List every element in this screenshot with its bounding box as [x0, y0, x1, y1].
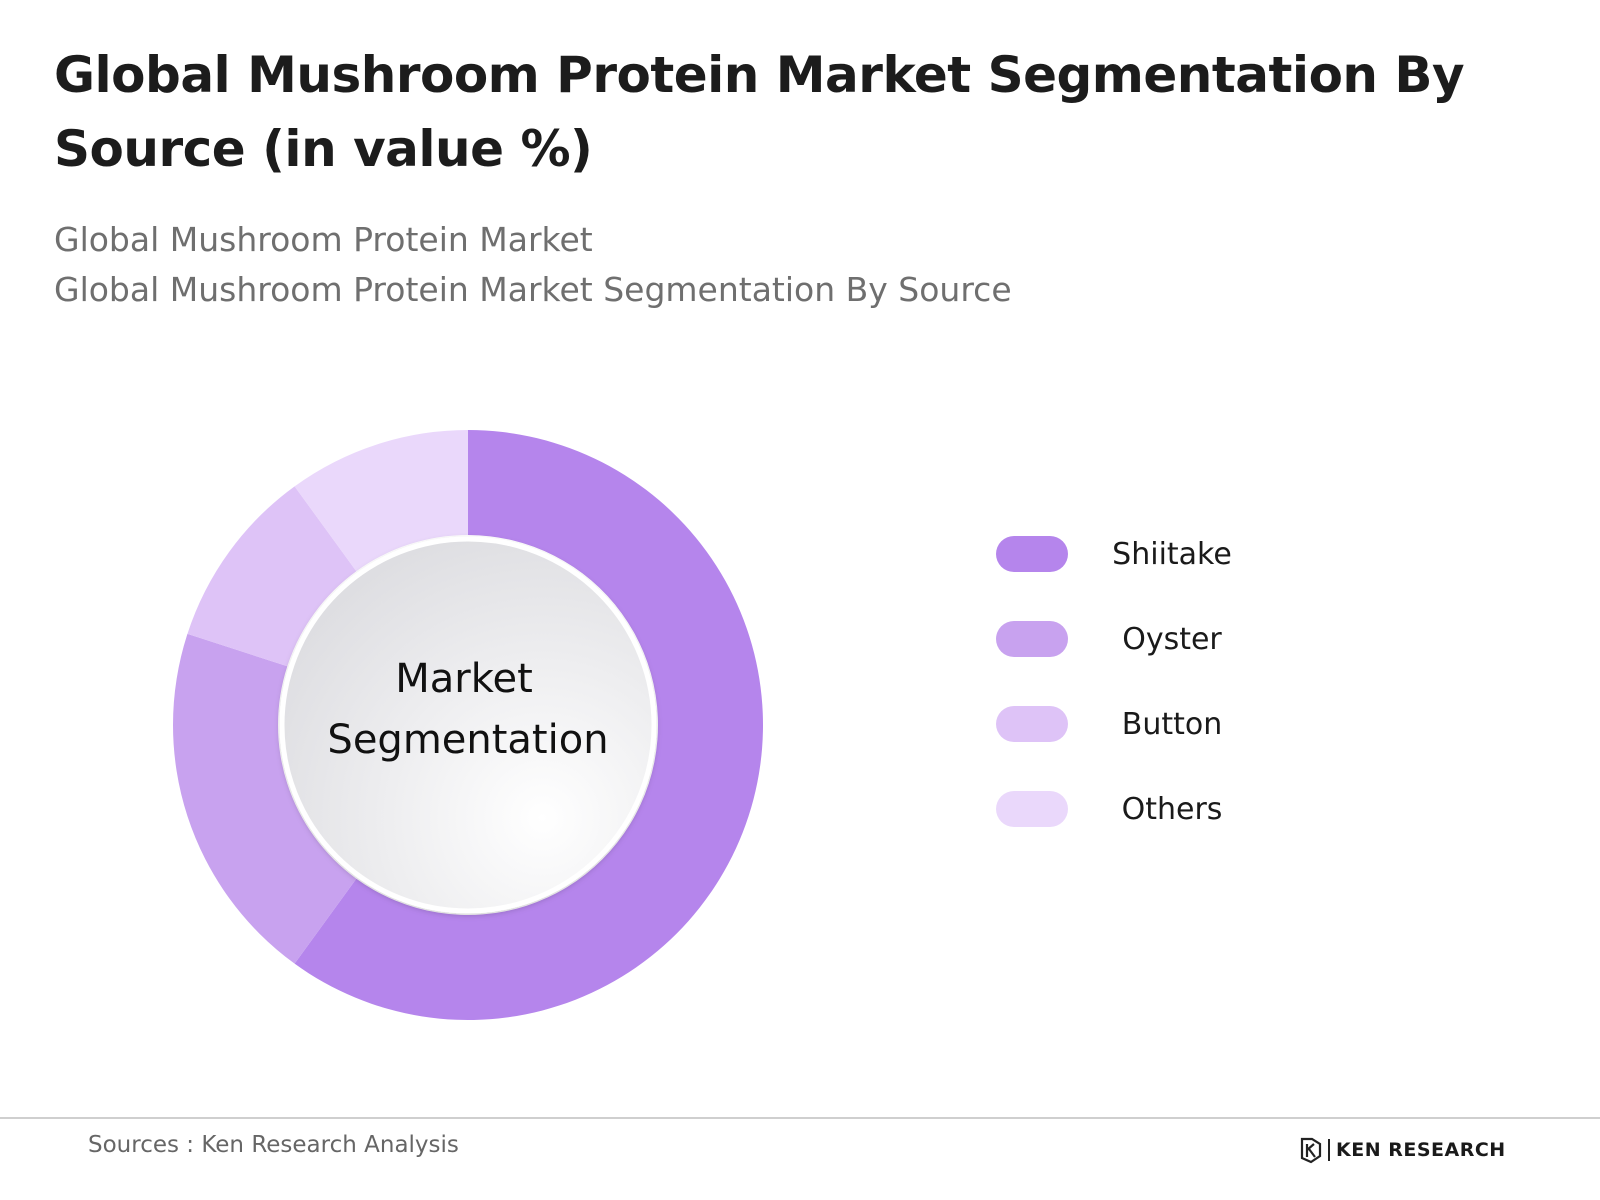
legend-swatch-oyster	[996, 621, 1068, 657]
legend-swatch-others	[996, 791, 1068, 827]
chart-subtitle-line1: Global Mushroom Protein Market	[54, 220, 593, 259]
ken-research-logo-icon	[1300, 1137, 1322, 1164]
legend-label-shiitake: Shiitake	[1112, 537, 1232, 572]
donut-center-disc	[279, 536, 657, 914]
legend-label-others: Others	[1122, 792, 1223, 827]
legend-label-button: Button	[1122, 707, 1223, 742]
donut-slice-others	[294, 430, 468, 572]
chart-title: Global Mushroom Protein Market Segmentat…	[54, 46, 1465, 178]
logo-separator	[1328, 1139, 1330, 1161]
donut-center-label-line1: Market	[395, 656, 533, 702]
legend-swatch-shiitake	[996, 536, 1068, 572]
footer-divider	[0, 1117, 1600, 1119]
legend-label-oyster: Oyster	[1122, 622, 1222, 657]
chart-subtitle-line2: Global Mushroom Protein Market Segmentat…	[54, 270, 1012, 309]
legend-swatch-button	[996, 706, 1068, 742]
donut-slices	[172, 430, 763, 1020]
donut-slice-button	[187, 486, 357, 667]
donut-center-label-line2: Segmentation	[327, 717, 608, 763]
ken-research-logo-text: KEN RESEARCH	[1336, 1139, 1506, 1161]
ken-research-logo: KEN RESEARCH	[1300, 1134, 1506, 1166]
source-note: Sources : Ken Research Analysis	[88, 1132, 459, 1158]
donut-slice-oyster	[172, 633, 357, 964]
donut-slice-shiitake	[294, 430, 763, 1020]
